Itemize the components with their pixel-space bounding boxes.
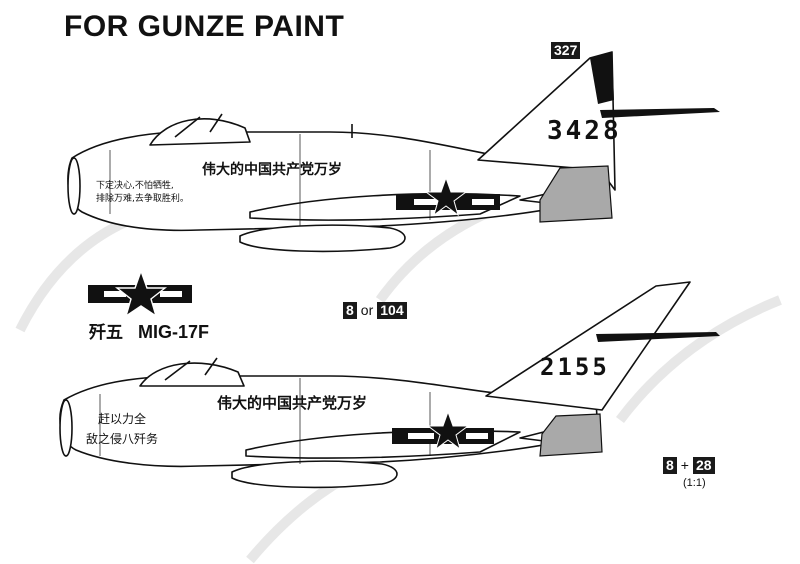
paint-ref-bottom: 8+28 — [663, 457, 715, 474]
nose-slogan-top-line2: 排除万难,去争取胜利。 — [96, 194, 189, 204]
insignia-sample-stripe — [104, 291, 126, 297]
insignia-bar-stripe — [408, 433, 434, 439]
canopy-frame — [164, 357, 218, 381]
fin-antenna — [600, 108, 720, 118]
paint-code-chip: 28 — [692, 457, 715, 474]
nose-slogan-bottom-line2: 敌之侵八歼务 — [86, 432, 159, 446]
insignia-sample-stripe — [160, 291, 182, 297]
fuselage-slogan-bottom: 伟大的中国共产党万岁 — [217, 394, 368, 412]
watermark-stroke — [616, 295, 782, 424]
watermark-stroke — [15, 215, 132, 333]
paint-code-chip: 8 — [663, 457, 677, 474]
drop-tank — [239, 224, 406, 253]
paint-code-connector: or — [360, 302, 374, 318]
fuselage-slogan-top: 伟大的中国共产党万岁 — [202, 162, 342, 178]
paint-code-chip: 327 — [551, 42, 581, 59]
nose-slogan-top-line1: 下定决心,不怕牺牲, — [96, 181, 174, 191]
paint-ref-top: 327 — [551, 40, 581, 59]
insignia-bar-stripe — [414, 199, 442, 205]
paint-code-chip: 8 — [343, 302, 357, 319]
panel-lines — [99, 378, 431, 464]
vertical-fin — [485, 281, 691, 411]
paint-code-chip: 104 — [377, 302, 407, 319]
insignia-sample-star — [114, 268, 168, 318]
red-star-insignia — [426, 410, 470, 451]
fin-tip-black — [590, 52, 614, 104]
fin-antenna — [596, 332, 720, 342]
nose-intake — [59, 399, 73, 457]
red-star-insignia — [424, 176, 468, 217]
page-title: FOR GUNZE PAINT — [64, 10, 345, 43]
serial-number-top: 3428 — [547, 116, 622, 146]
drop-tank — [231, 460, 398, 489]
insignia-label-chinese: 歼五 — [89, 323, 123, 343]
insignia-label-designation: MIG-17F — [138, 322, 210, 342]
insignia-bar-stripe — [472, 199, 494, 205]
serial-number-bottom: 2155 — [540, 353, 610, 381]
tail-gray-panel — [539, 413, 603, 457]
paint-code-connector: + — [680, 457, 689, 473]
insignia-label: 歼五 MIG-17F — [89, 318, 209, 343]
nose-intake — [67, 157, 81, 215]
canopy — [139, 362, 245, 387]
insignia-bar-stripe — [466, 433, 488, 439]
scale-label: (1:1) — [683, 477, 706, 489]
canopy-frame — [174, 113, 223, 138]
nose-slogan-bottom-line1: 赶以力全 — [98, 412, 147, 426]
tail-gray-panel — [539, 165, 613, 223]
